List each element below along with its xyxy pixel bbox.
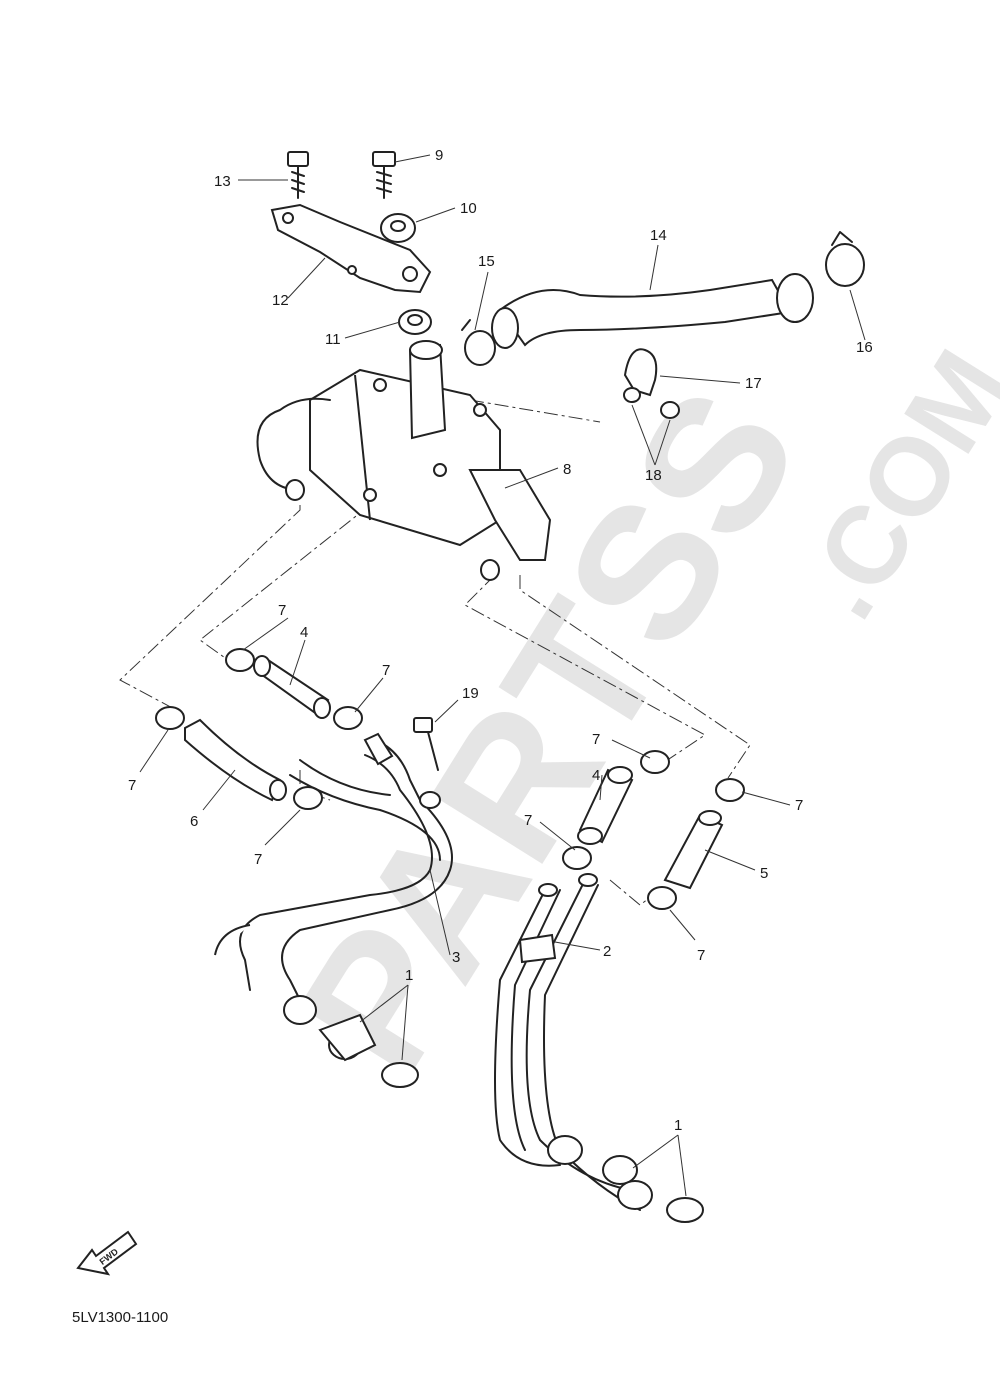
callout-7-f: 7 (524, 812, 532, 829)
callout-19: 19 (462, 685, 479, 702)
clamp-7-h (647, 886, 677, 910)
bracket-12 (270, 203, 432, 294)
clamp-7-d (293, 786, 323, 810)
callout-7-h: 7 (697, 947, 705, 964)
clamp-7-f (562, 846, 592, 870)
callout-3: 3 (452, 949, 460, 966)
callout-7-g: 7 (795, 797, 803, 814)
callout-4-a: 4 (300, 624, 308, 641)
callout-6: 6 (190, 813, 198, 830)
callout-1-a: 1 (405, 967, 413, 984)
pipe-assembly-2 (494, 873, 704, 1223)
hose-4-upper (253, 655, 331, 719)
clamp-16 (825, 231, 865, 287)
bolt-13 (287, 151, 309, 199)
callout-7-a: 7 (278, 602, 286, 619)
clamp-7-e (640, 750, 670, 774)
hose-6 (184, 718, 287, 802)
leader-lines (139, 154, 866, 1197)
clamp-15 (461, 319, 496, 366)
clamp-7-a (225, 648, 255, 672)
callout-5: 5 (760, 865, 768, 882)
hose-4-lower (577, 766, 634, 845)
callout-17: 17 (745, 375, 762, 392)
callout-11: 11 (325, 331, 341, 348)
callout-14: 14 (650, 227, 667, 244)
callout-15: 15 (478, 253, 495, 270)
air-valve-8 (256, 340, 552, 581)
grommet-10 (380, 213, 416, 243)
callout-12: 12 (272, 292, 289, 309)
callout-7-b: 7 (382, 662, 390, 679)
callout-8: 8 (563, 461, 571, 478)
callout-7-c: 7 (128, 777, 136, 794)
bolt-9 (372, 151, 396, 199)
callout-1-b: 1 (674, 1117, 682, 1134)
grommet-11 (398, 309, 432, 335)
clamp-7-g (715, 778, 745, 802)
caps-18 (623, 387, 680, 419)
clamp-7-c (155, 706, 185, 730)
clamp-7-b (333, 706, 363, 730)
hose-17 (623, 348, 658, 397)
hose-14 (491, 273, 814, 349)
callout-13: 13 (214, 173, 231, 190)
callout-4-b: 4 (592, 767, 600, 784)
callout-9: 9 (435, 147, 443, 164)
forward-arrow-icon: FWD (76, 1230, 138, 1276)
hose-5 (663, 810, 724, 890)
bolt-19 (413, 717, 439, 771)
callout-7-e: 7 (592, 731, 600, 748)
callout-18: 18 (645, 467, 662, 484)
reference-code: 5LV1300-1100 (72, 1309, 168, 1326)
callouts: 13 9 10 12 11 15 14 16 17 18 8 7 4 7 19 … (128, 147, 873, 1134)
callout-16: 16 (856, 339, 873, 356)
callout-2: 2 (603, 943, 611, 960)
callout-7-d: 7 (254, 851, 262, 868)
callout-10: 10 (460, 200, 477, 217)
